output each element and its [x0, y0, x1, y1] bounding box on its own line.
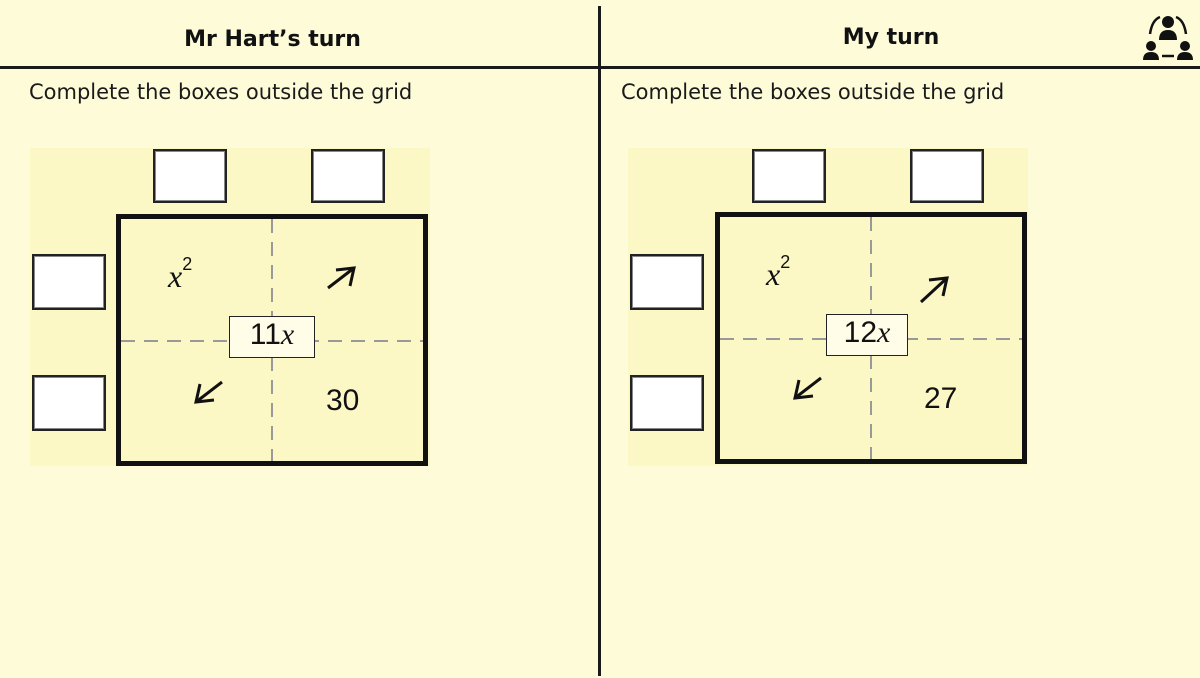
left-side-box-1[interactable]	[32, 254, 106, 310]
right-constant-term: 27	[924, 382, 958, 415]
left-top-box-1[interactable]	[153, 149, 227, 203]
right-square-term: x2	[766, 252, 791, 292]
left-top-box-2[interactable]	[311, 149, 385, 203]
left-square-term: x2	[168, 254, 193, 294]
left-side-box-2[interactable]	[32, 375, 106, 431]
right-top-box-2[interactable]	[910, 149, 984, 203]
left-instruction: Complete the boxes outside the grid	[29, 80, 413, 104]
right-side-box-1[interactable]	[630, 254, 704, 310]
group-people-icon	[1140, 10, 1196, 69]
left-heading: Mr Hart’s turn	[184, 27, 361, 52]
left-constant-term: 30	[326, 384, 360, 417]
right-heading: My turn	[842, 25, 940, 50]
right-top-box-1[interactable]	[752, 149, 826, 203]
right-instruction: Complete the boxes outside the grid	[621, 80, 1005, 104]
left-diagonal-term: 11x	[229, 316, 315, 358]
vertical-divider	[598, 6, 601, 676]
right-side-box-2[interactable]	[630, 375, 704, 431]
right-diagonal-term: 12x	[826, 314, 908, 356]
